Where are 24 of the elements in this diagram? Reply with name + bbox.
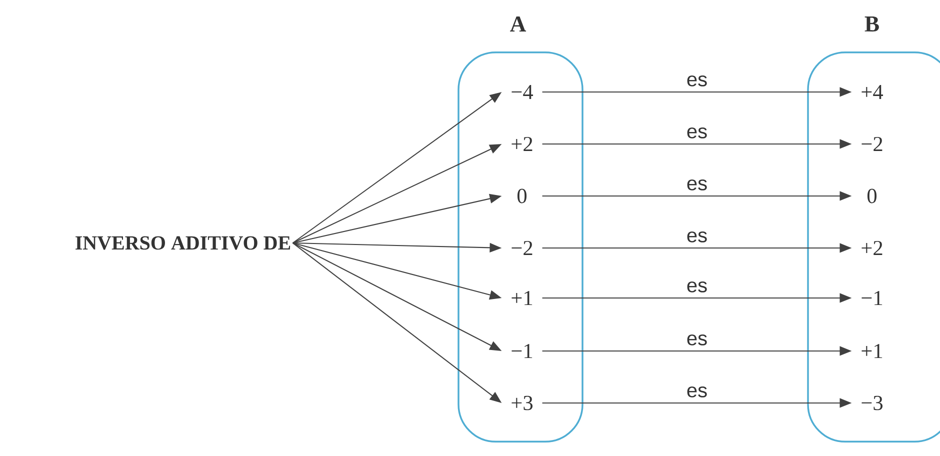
- set-element: −2: [512, 240, 532, 256]
- edge-label: es: [685, 385, 709, 399]
- edge-label: es: [685, 280, 709, 294]
- edge-label: es: [685, 230, 709, 244]
- set-element: +2: [512, 136, 532, 152]
- set-element: 0: [517, 188, 527, 204]
- node-label: B: [864, 16, 879, 32]
- set-element: +3: [512, 396, 533, 410]
- set-element: +4: [862, 84, 883, 100]
- set-element: −1: [512, 344, 532, 358]
- edge-label: es: [685, 178, 709, 192]
- source-label: INVERSO ADITIVO DE: [76, 236, 290, 250]
- set-element: −4: [512, 84, 534, 100]
- edge-label: es: [685, 74, 709, 88]
- set-element: −2: [862, 136, 882, 152]
- set-element: +2: [862, 240, 882, 256]
- set-element: 0: [867, 188, 877, 204]
- node-label: A: [510, 16, 526, 32]
- set-element: +1: [862, 344, 882, 358]
- edge-label: es: [685, 333, 709, 347]
- set-element: −1: [862, 290, 882, 306]
- edge-label: es: [685, 126, 709, 140]
- set-element: +1: [512, 290, 532, 306]
- set-element: −3: [862, 396, 882, 410]
